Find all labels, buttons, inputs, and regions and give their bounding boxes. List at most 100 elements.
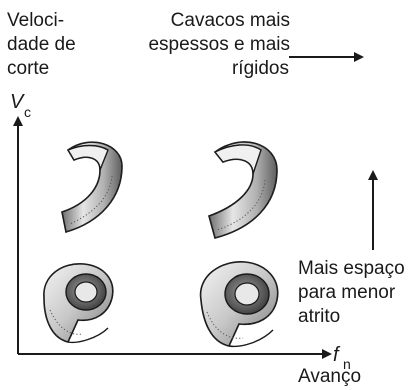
x-axis-caption: Avanço bbox=[298, 366, 362, 387]
chip-tooth bbox=[274, 160, 277, 163]
chip-tooth bbox=[252, 172, 254, 174]
chip-tooth bbox=[117, 187, 119, 189]
chip-tooth bbox=[80, 142, 83, 145]
chip-tooth bbox=[95, 141, 98, 144]
chip-tooth bbox=[59, 337, 62, 340]
chip-tooth bbox=[244, 224, 246, 227]
chip-tooth bbox=[73, 263, 76, 265]
chip-tooth bbox=[47, 322, 50, 324]
chip-tooth bbox=[210, 224, 213, 227]
chip-tooth bbox=[261, 266, 263, 268]
chip-tooth bbox=[201, 284, 204, 286]
chip-tooth bbox=[70, 334, 72, 337]
chip-tooth bbox=[260, 319, 263, 322]
chip-tooth bbox=[43, 292, 45, 294]
chip-tooth bbox=[208, 215, 210, 217]
chip-tooth bbox=[200, 299, 202, 301]
chip-tooth bbox=[93, 188, 96, 190]
chip-tooth bbox=[83, 263, 86, 265]
chip-tooth bbox=[87, 196, 89, 198]
chip-tooth bbox=[91, 157, 93, 160]
chip-tooth bbox=[232, 142, 234, 145]
chip-tooth bbox=[218, 148, 221, 151]
chip-tooth bbox=[61, 211, 63, 213]
chip-tooth bbox=[237, 141, 239, 144]
chip-tooth bbox=[45, 282, 48, 284]
chip-tooth bbox=[72, 330, 74, 332]
chip-tooth bbox=[100, 142, 103, 145]
chip-top-left bbox=[61, 141, 123, 234]
chip-tooth bbox=[108, 278, 111, 280]
chip-tooth bbox=[43, 287, 46, 289]
chip-tooth bbox=[256, 215, 258, 217]
chip-tooth bbox=[256, 321, 258, 324]
chip-tooth bbox=[76, 320, 78, 323]
x-axis-subscript: n bbox=[343, 356, 351, 372]
chip-tooth bbox=[237, 324, 240, 327]
chip-tooth bbox=[199, 294, 202, 296]
chip-tooth bbox=[103, 208, 106, 211]
chip-tooth bbox=[274, 280, 277, 283]
chip-tooth bbox=[237, 261, 239, 263]
chip-tooth bbox=[268, 313, 271, 316]
chip-tooth bbox=[67, 339, 70, 342]
chip-tooth bbox=[238, 198, 241, 200]
chip-tooth bbox=[247, 261, 249, 264]
chip-tooth bbox=[72, 157, 75, 160]
chip-tooth bbox=[227, 144, 230, 146]
chip-tooth bbox=[242, 261, 244, 263]
chip-tooth bbox=[231, 338, 233, 341]
chip-tooth bbox=[70, 207, 73, 210]
chip-tooth bbox=[217, 155, 219, 157]
chip-tooth bbox=[99, 169, 101, 171]
chip-tooth bbox=[226, 206, 229, 209]
chip-tooth bbox=[114, 149, 116, 152]
chip-tooth bbox=[242, 194, 245, 197]
chip-tooth bbox=[233, 333, 235, 336]
chip-tooth bbox=[78, 263, 81, 265]
chip-tooth bbox=[44, 312, 47, 314]
chip-tooth bbox=[69, 153, 72, 156]
chip-tooth bbox=[95, 160, 98, 162]
chip-tooth bbox=[200, 289, 202, 291]
chip-tooth bbox=[247, 141, 250, 143]
chip-tooth bbox=[59, 267, 61, 270]
chip-tooth bbox=[118, 182, 121, 185]
chip-tooth bbox=[69, 229, 72, 232]
chip-tooth bbox=[266, 203, 268, 206]
chip-tooth bbox=[251, 322, 254, 325]
chip-tooth bbox=[272, 276, 274, 279]
chip-tooth bbox=[248, 162, 250, 165]
top-note-line-1: Cavacos mais bbox=[170, 10, 290, 31]
chip-tooth bbox=[248, 221, 251, 224]
chip-tooth bbox=[272, 190, 275, 192]
chip-tooth bbox=[55, 334, 58, 337]
chip-tooth bbox=[45, 317, 48, 319]
chip-tooth bbox=[98, 164, 100, 166]
chip-tooth bbox=[230, 231, 233, 234]
chip-tooth bbox=[106, 307, 109, 309]
chip-tooth bbox=[259, 211, 262, 214]
chip-tooth bbox=[74, 227, 77, 230]
chip-tooth bbox=[269, 272, 271, 275]
chip-tooth bbox=[234, 158, 236, 161]
chip-tooth bbox=[90, 141, 93, 143]
chip-tooth bbox=[275, 165, 278, 167]
chip-tooth bbox=[274, 185, 276, 187]
chip-tooth bbox=[100, 212, 102, 214]
chip-tooth bbox=[98, 174, 101, 176]
chip-tooth bbox=[119, 157, 122, 160]
chip-tooth bbox=[272, 155, 275, 158]
chip-top-right bbox=[208, 141, 278, 239]
chip-tooth bbox=[222, 146, 225, 148]
chip-tooth bbox=[213, 234, 216, 237]
top-note-line-2: espessos e mais bbox=[148, 34, 290, 55]
chip-tooth bbox=[81, 156, 83, 159]
chip-tooth bbox=[239, 158, 241, 161]
chip-tooth bbox=[214, 151, 216, 153]
chip-tooth bbox=[88, 264, 91, 266]
chip-tooth bbox=[217, 211, 220, 214]
chip-tooth bbox=[226, 233, 228, 235]
chip-tooth bbox=[99, 314, 102, 316]
